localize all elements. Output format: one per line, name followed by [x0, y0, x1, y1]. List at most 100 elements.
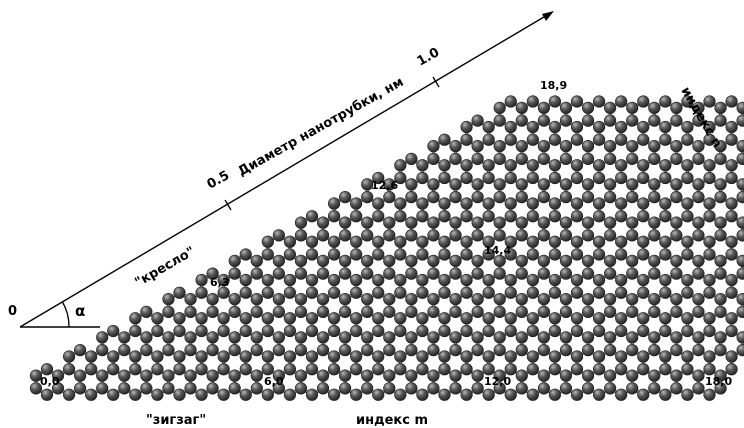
carbon-atom [327, 286, 341, 299]
armchair-label: "кресло" [133, 244, 198, 290]
carbon-atom [736, 216, 744, 229]
carbon-atom [471, 140, 484, 153]
diameter-axis-arrowhead [542, 11, 554, 21]
carbon-atom [570, 210, 584, 223]
carbon-atom [725, 197, 738, 210]
carbon-atom [394, 350, 407, 363]
carbon-atom [626, 114, 639, 127]
carbon-atom [438, 133, 451, 146]
carbon-atom [626, 140, 639, 153]
carbon-atom [659, 171, 672, 185]
carbon-atom [294, 331, 308, 344]
carbon-atom [107, 388, 120, 401]
cell-label-6-3: 6,3 [210, 276, 230, 289]
carbon-atom [173, 388, 186, 401]
carbon-atom [250, 267, 263, 280]
carbon-atom [217, 324, 230, 338]
carbon-atom [327, 248, 341, 261]
carbon-atom [316, 331, 330, 344]
angle-arc [61, 301, 70, 328]
carbon-atom [537, 216, 550, 229]
carbon-atom [339, 216, 352, 229]
carbon-atom [438, 197, 451, 210]
carbon-atom [173, 363, 186, 376]
carbon-atom [659, 388, 672, 401]
carbon-atom [714, 216, 727, 229]
carbon-atom [460, 120, 473, 134]
carbon-atom [206, 293, 219, 306]
carbon-atom [250, 369, 263, 382]
carbon-atom [438, 312, 451, 325]
carbon-atom [615, 235, 628, 248]
carbon-atom [85, 363, 98, 376]
carbon-atom [736, 331, 744, 344]
carbon-atom [151, 388, 164, 401]
cell-label-12-6: 12,6 [371, 179, 398, 192]
carbon-atom [648, 369, 661, 382]
carbon-atom [703, 133, 716, 146]
carbon-atom [504, 235, 517, 248]
carbon-atom [515, 216, 528, 229]
carbon-atom [670, 305, 683, 318]
carbon-atom [548, 235, 562, 248]
carbon-atom [670, 267, 683, 280]
carbon-atom [548, 388, 562, 401]
carbon-atom [637, 312, 650, 325]
carbon-atom [648, 101, 661, 114]
carbon-atom [405, 382, 418, 395]
carbon-atom [515, 114, 528, 127]
carbon-atom [416, 286, 429, 299]
carbon-atom [725, 324, 738, 338]
carbon-atom [405, 229, 418, 242]
carbon-atom [526, 159, 539, 172]
carbon-atom [504, 363, 517, 376]
carbon-atom [504, 171, 517, 185]
carbon-atom [173, 350, 186, 363]
carbon-atom [493, 369, 506, 382]
carbon-atom [261, 273, 274, 287]
carbon-atom [327, 363, 341, 376]
carbon-atom [173, 312, 186, 325]
carbon-atom [283, 312, 297, 325]
carbon-atom [482, 197, 495, 210]
carbon-atom [350, 273, 363, 287]
carbon-atom [581, 267, 595, 280]
carbon-atom [515, 331, 528, 344]
carbon-atom [294, 293, 308, 306]
carbon-atom [515, 267, 528, 280]
carbon-atom [228, 369, 241, 382]
carbon-atom [670, 382, 683, 395]
carbon-atom [173, 286, 186, 299]
carbon-atom [107, 324, 120, 338]
carbon-atom [626, 229, 639, 242]
carbon-atom [416, 171, 429, 185]
carbon-atom [482, 324, 495, 338]
carbon-atom [62, 350, 76, 363]
carbon-atom [438, 363, 451, 376]
carbon-atom [681, 312, 694, 325]
carbon-atom [272, 331, 285, 344]
carbon-atom [615, 273, 628, 287]
carbon-atom [681, 120, 694, 134]
carbon-atom [637, 95, 650, 108]
carbon-atom [250, 305, 263, 318]
carbon-atom [692, 114, 705, 127]
carbon-atom [526, 286, 539, 299]
index-m-label: индекс m [356, 413, 428, 428]
carbon-atom [493, 305, 506, 318]
carbon-atom [714, 293, 727, 306]
carbon-atom [725, 286, 738, 299]
carbon-atom [714, 267, 727, 280]
carbon-atom [250, 382, 263, 395]
carbon-atom [504, 248, 517, 261]
carbon-atom [670, 369, 683, 382]
carbon-atom [416, 210, 429, 223]
carbon-atom [604, 140, 617, 153]
carbon-atom [493, 191, 506, 204]
carbon-atom [703, 363, 716, 376]
carbon-atom [604, 114, 617, 127]
carbon-atom [74, 344, 87, 357]
carbon-atom [151, 350, 164, 363]
carbon-atom [416, 324, 429, 338]
carbon-atom [537, 101, 550, 114]
